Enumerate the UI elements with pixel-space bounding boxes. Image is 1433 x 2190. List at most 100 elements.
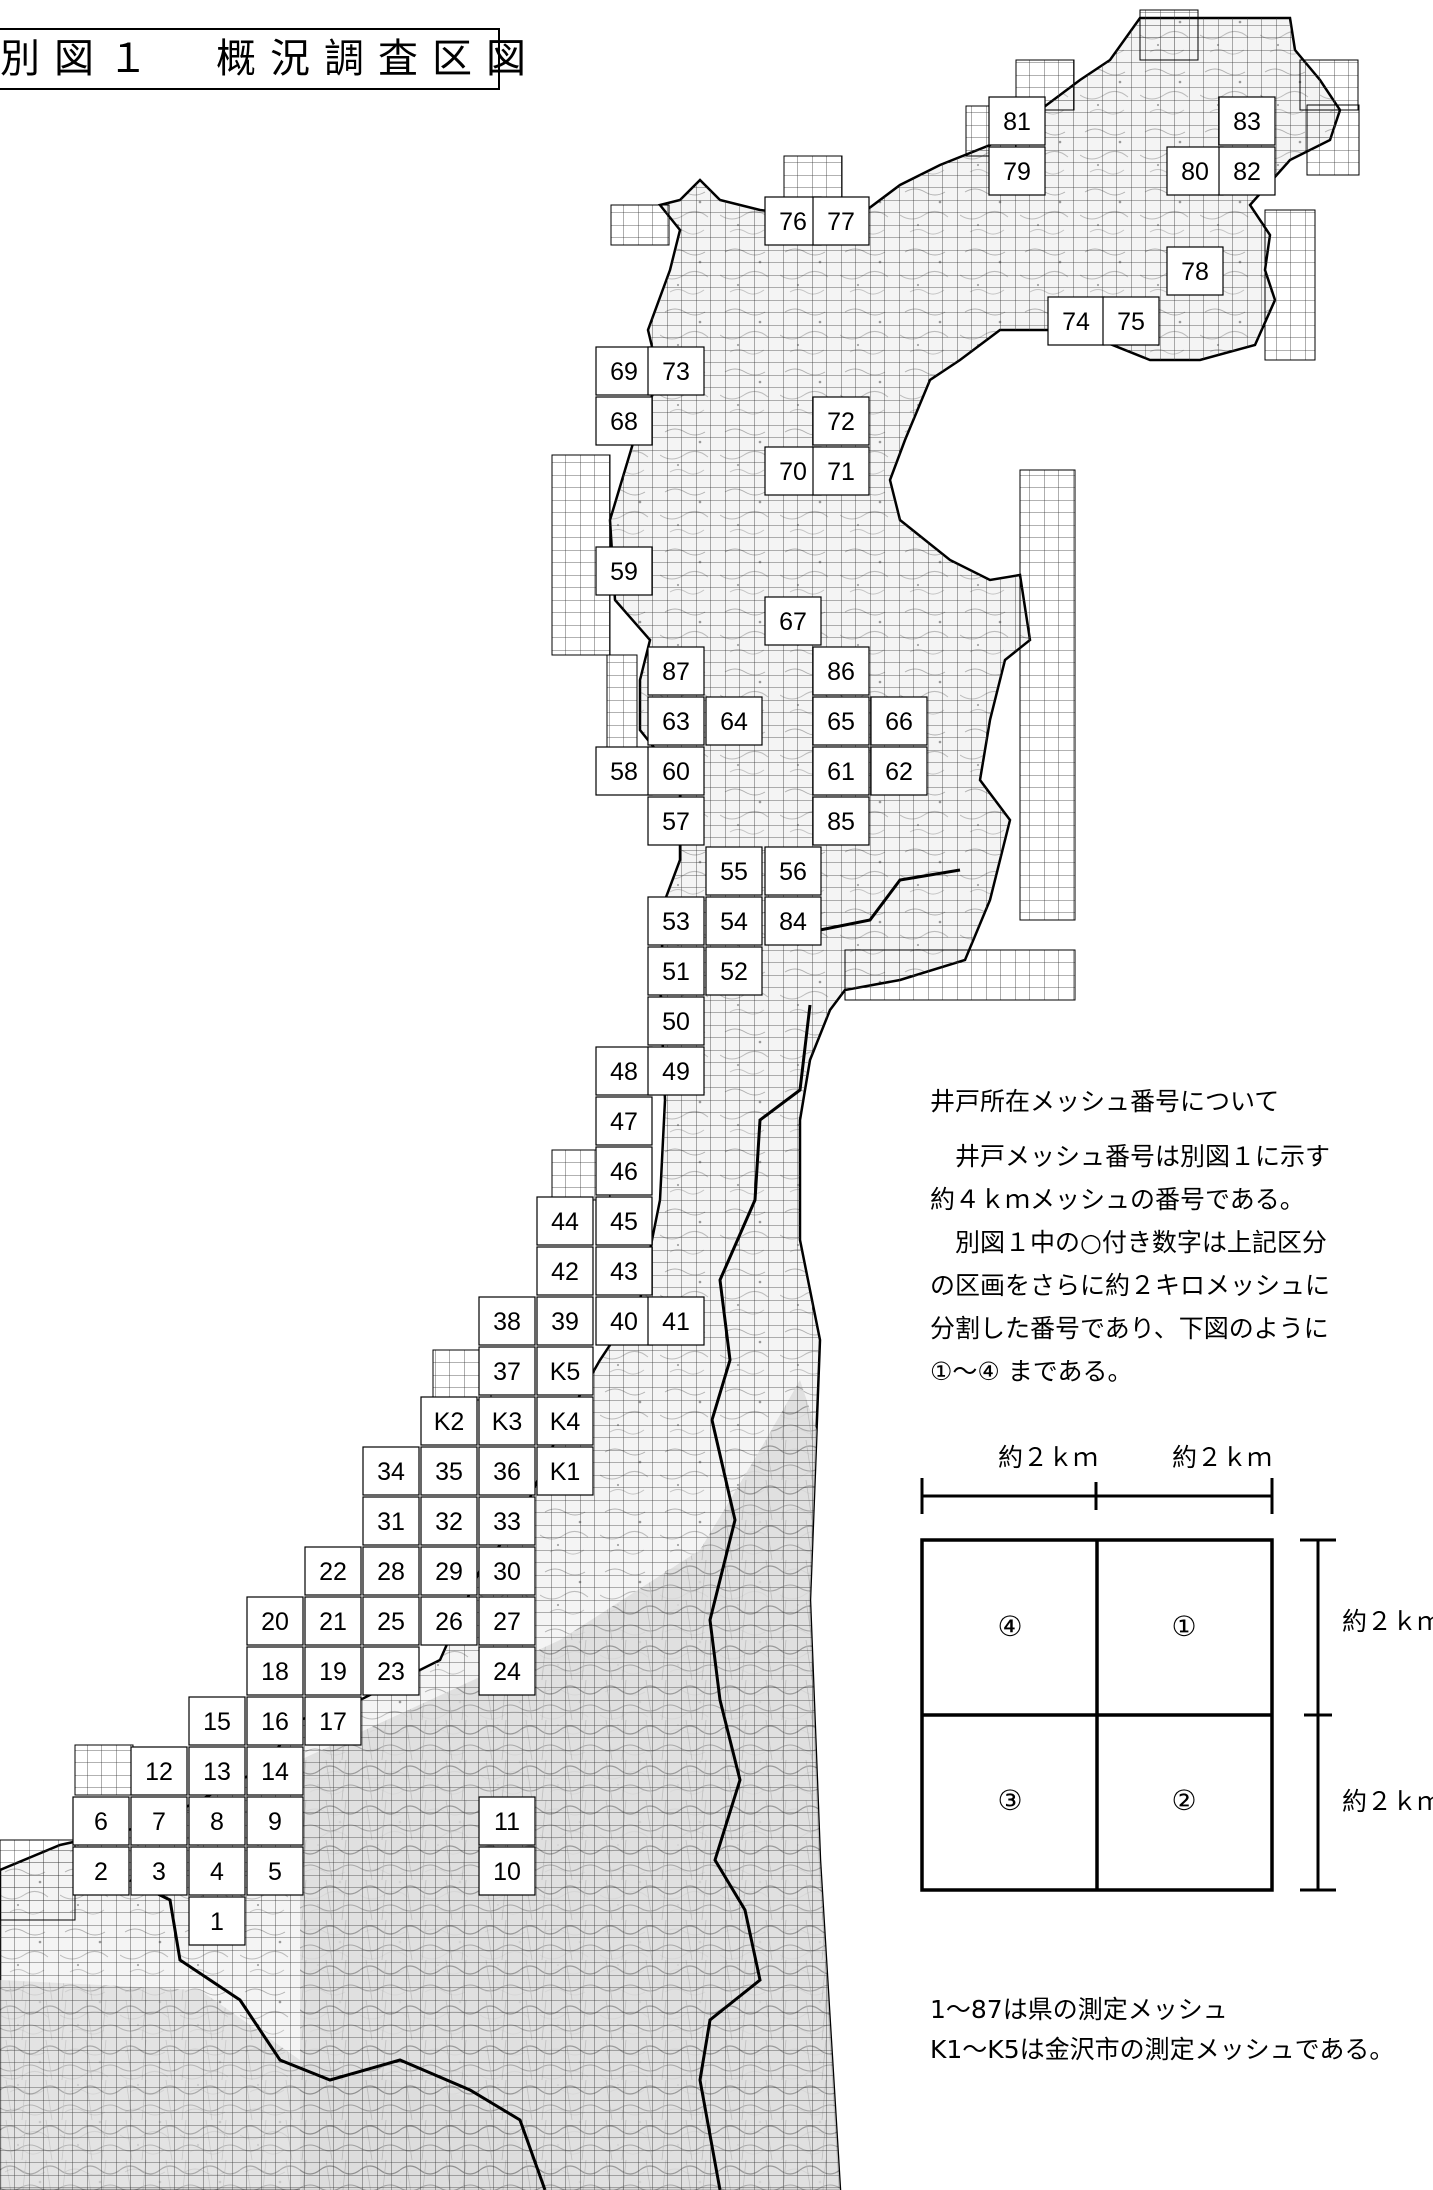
mesh-number: 14: [261, 1758, 289, 1786]
mesh-number: K4: [550, 1408, 581, 1436]
mesh-number: 50: [662, 1008, 690, 1036]
legend-dim-top-right: 約２ｋｍ: [1172, 1443, 1272, 1472]
legend-cell-3: ③: [997, 1784, 1022, 1817]
mesh-cell-28: 28: [362, 1546, 420, 1596]
legend-dim-side-top: 約２ｋｍ: [1342, 1607, 1433, 1636]
mesh-number: 26: [435, 1608, 463, 1636]
mesh-number: 79: [1003, 158, 1031, 186]
mesh-number: 81: [1003, 108, 1031, 136]
mesh-cell-68: 68: [595, 396, 653, 446]
mesh-cell-65: 65: [812, 696, 870, 746]
mesh-cell-50: 50: [647, 996, 705, 1046]
mesh-number: 13: [203, 1758, 231, 1786]
footer-note-line: K1～K5は金沢市の測定メッシュである。: [930, 2035, 1395, 2064]
mesh-cell-36: 36: [478, 1446, 536, 1496]
mesh-number: 85: [827, 808, 855, 836]
mesh-cell-51: 51: [647, 946, 705, 996]
mesh-cell-43: 43: [595, 1246, 653, 1296]
mesh-cell-63: 63: [647, 696, 705, 746]
mesh-number: 73: [662, 358, 690, 386]
mesh-cell-27: 27: [478, 1596, 536, 1646]
mesh-number: 75: [1117, 308, 1145, 336]
mesh-number: 18: [261, 1658, 289, 1686]
mesh-cell-42: 42: [536, 1246, 594, 1296]
mesh-number: 53: [662, 908, 690, 936]
mesh-number: 33: [493, 1508, 521, 1536]
mesh-cell-34: 34: [362, 1446, 420, 1496]
mesh-number: 36: [493, 1458, 521, 1486]
notes-line: の区画をさらに約２キロメッシュに: [930, 1271, 1331, 1300]
mesh-number: 62: [885, 758, 913, 786]
mesh-number: 55: [720, 858, 748, 886]
legend-dim-top-left: 約２ｋｍ: [998, 1443, 1098, 1472]
mesh-cell-19: 19: [304, 1646, 362, 1696]
mesh-cell-59: 59: [595, 546, 653, 596]
mesh-cell-58: 58: [595, 746, 653, 796]
mesh-cell-73: 73: [647, 346, 705, 396]
mesh-cell-k4: K4: [536, 1396, 594, 1446]
mesh-number: 58: [610, 758, 638, 786]
mesh-number: 15: [203, 1708, 231, 1736]
notes-line: 別図１中の○付き数字は上記区分: [930, 1228, 1327, 1257]
mesh-number: 31: [377, 1508, 405, 1536]
mesh-number: 23: [377, 1658, 405, 1686]
legend-dim-side-bottom: 約２ｋｍ: [1342, 1787, 1433, 1816]
mesh-number: 3: [152, 1858, 166, 1886]
mesh-cell-47: 47: [595, 1096, 653, 1146]
mesh-cell-62: 62: [870, 746, 928, 796]
mesh-number: 63: [662, 708, 690, 736]
mesh-number: 78: [1181, 258, 1209, 286]
subdivision-legend: 約２ｋｍ 約２ｋｍ ④ ① ③ ② 約２ｋｍ 約２ｋｍ: [920, 1443, 1433, 1892]
mesh-number: 40: [610, 1308, 638, 1336]
mesh-cell-38: 38: [478, 1296, 536, 1346]
mesh-number: 51: [662, 958, 690, 986]
footer-note-line: 1～87は県の測定メッシュ: [930, 1995, 1228, 2024]
mesh-cell-71: 71: [812, 446, 870, 496]
mesh-cell-48: 48: [595, 1046, 653, 1096]
mesh-cell-1: 1: [188, 1896, 246, 1946]
mesh-cell-k1: K1: [536, 1446, 594, 1496]
mesh-cell-54: 54: [705, 896, 763, 946]
mesh-cell-75: 75: [1102, 296, 1160, 346]
mesh-number: 1: [210, 1908, 224, 1936]
mesh-number: 9: [268, 1808, 282, 1836]
mesh-number: 34: [377, 1458, 405, 1486]
mesh-number: 44: [551, 1208, 579, 1236]
mesh-number: 47: [610, 1108, 638, 1136]
mesh-cell-26: 26: [420, 1596, 478, 1646]
mesh-cell-84: 84: [764, 896, 822, 946]
mesh-cell-15: 15: [188, 1696, 246, 1746]
legend-cell-1: ①: [1171, 1610, 1196, 1643]
mesh-cell-3: 3: [130, 1846, 188, 1896]
mesh-cell-52: 52: [705, 946, 763, 996]
mesh-number: 2: [94, 1858, 108, 1886]
mesh-number: 71: [827, 458, 855, 486]
mesh-number: 82: [1233, 158, 1261, 186]
mesh-cell-41: 41: [647, 1296, 705, 1346]
mesh-cell-39: 39: [536, 1296, 594, 1346]
mesh-number: 64: [720, 708, 748, 736]
mesh-number: 54: [720, 908, 748, 936]
notes-line: 井戸メッシュ番号は別図１に示す: [930, 1142, 1331, 1171]
mesh-cell-32: 32: [420, 1496, 478, 1546]
mesh-number: 56: [779, 858, 807, 886]
mesh-number: 52: [720, 958, 748, 986]
mesh-cell-79: 79: [988, 146, 1046, 196]
mesh-number: 77: [827, 208, 855, 236]
mesh-number: 32: [435, 1508, 463, 1536]
mesh-cell-35: 35: [420, 1446, 478, 1496]
notes-line: 約４ｋｍメッシュの番号である。: [930, 1185, 1305, 1214]
mesh-number: 24: [493, 1658, 521, 1686]
mesh-cell-k2: K2: [420, 1396, 478, 1446]
mesh-number: 17: [319, 1708, 347, 1736]
mesh-cell-37: 37: [478, 1346, 536, 1396]
mesh-cell-9: 9: [246, 1796, 304, 1846]
mesh-cell-33: 33: [478, 1496, 536, 1546]
mesh-number: 41: [662, 1308, 690, 1336]
mesh-number: 76: [779, 208, 807, 236]
mesh-cell-k3: K3: [478, 1396, 536, 1446]
mesh-cell-24: 24: [478, 1646, 536, 1696]
mesh-number: 12: [145, 1758, 173, 1786]
mesh-number: 66: [885, 708, 913, 736]
